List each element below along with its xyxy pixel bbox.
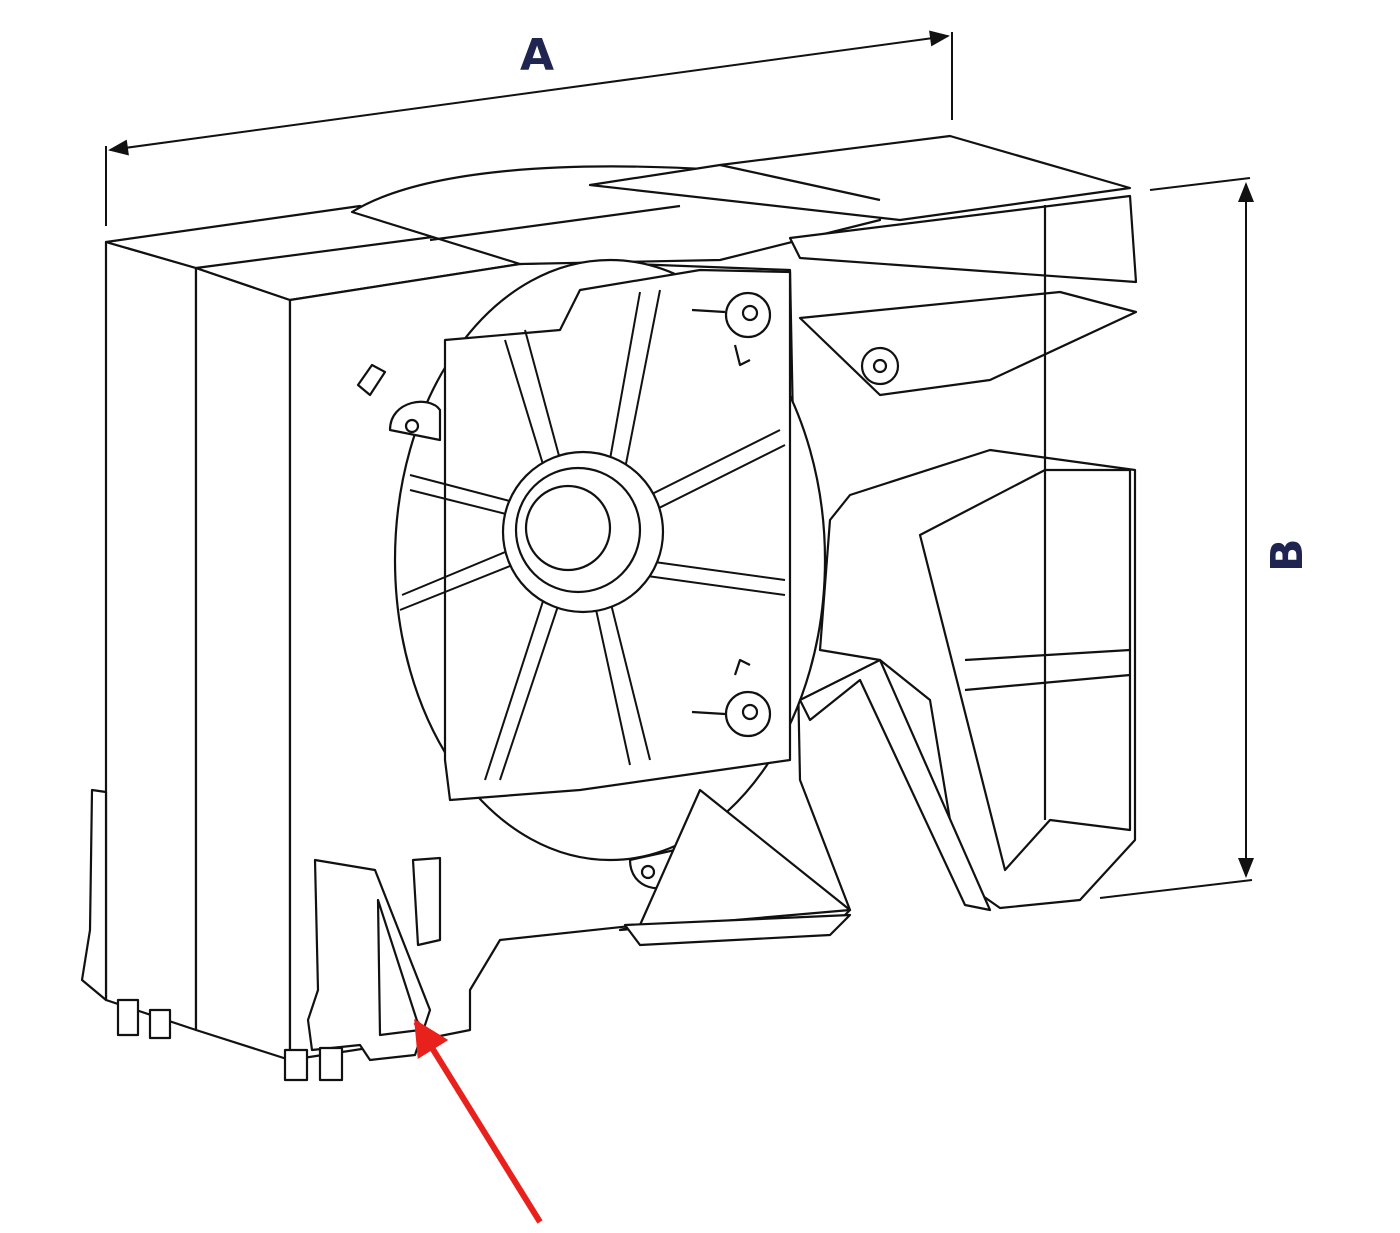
clip-bracket xyxy=(306,858,432,1062)
housing xyxy=(80,134,1138,1082)
housing-top-strip xyxy=(588,134,1132,222)
connector-slot xyxy=(411,856,442,947)
dim-b-ext-top xyxy=(1149,177,1251,191)
mount-boss-top xyxy=(691,291,772,367)
housing-seam xyxy=(195,234,441,270)
housing-left-face xyxy=(104,240,198,1032)
mount-boss-bottom xyxy=(691,658,772,738)
duct-upper xyxy=(788,194,1138,284)
small-slot xyxy=(356,363,387,397)
mount-tab-left xyxy=(388,400,442,442)
dim-b-label: B xyxy=(1262,538,1313,572)
housing-top-line xyxy=(719,163,881,202)
red-arrow-icon xyxy=(413,1018,543,1224)
duct-shelf-2 xyxy=(964,673,1131,692)
housing-front-left-face xyxy=(194,266,292,1062)
dim-a-label: A xyxy=(520,30,554,81)
duct-brace xyxy=(798,658,992,912)
fan-hub-inner xyxy=(524,484,612,572)
duct-shelf xyxy=(964,648,1131,662)
bottom-foot xyxy=(623,913,852,947)
duct-middle xyxy=(798,290,1138,397)
duct-boss-hole xyxy=(872,358,888,374)
dimension-a: A xyxy=(105,30,953,226)
dim-b-ext-bottom xyxy=(1099,879,1253,899)
bottom-skirt xyxy=(618,788,852,932)
housing-top-line-2 xyxy=(429,204,681,242)
dim-a-line xyxy=(108,30,950,156)
feet xyxy=(80,788,344,1082)
dimension-b: B xyxy=(1099,177,1313,899)
duct-boss xyxy=(860,346,900,386)
clip-inner xyxy=(376,898,422,1037)
